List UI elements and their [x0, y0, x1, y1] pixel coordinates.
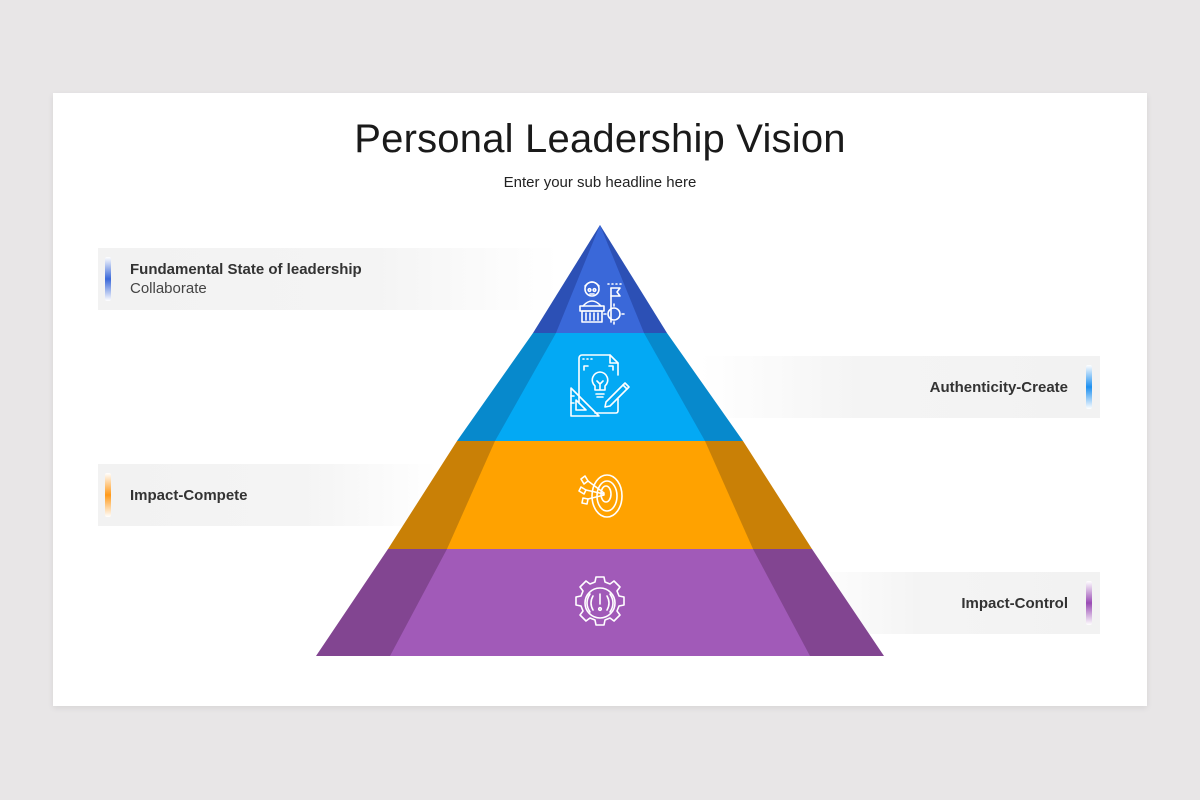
accent-bar-blue: [105, 257, 111, 301]
level-3-title: Impact-Compete: [130, 486, 248, 504]
accent-bar-cyan: [1086, 365, 1092, 409]
level-2-title: Authenticity-Create: [929, 378, 1068, 396]
level-1-title: Fundamental State of leadership: [130, 261, 362, 278]
level-4-title: Impact-Control: [961, 594, 1068, 612]
label-card-level-3: Impact-Compete: [98, 464, 438, 526]
slide-subtitle: Enter your sub headline here: [503, 174, 697, 191]
pyramid-level-4: [316, 549, 884, 656]
label-card-level-2: Authenticity-Create: [700, 356, 1100, 418]
level-1-subtitle: Collaborate: [130, 280, 207, 297]
label-card-level-1: Fundamental State of leadership Collabor…: [98, 248, 558, 310]
pyramid-level-3: [388, 441, 812, 549]
slide-title: Personal Leadership Vision: [354, 117, 846, 161]
accent-bar-orange: [105, 473, 111, 517]
accent-bar-purple: [1086, 581, 1092, 625]
